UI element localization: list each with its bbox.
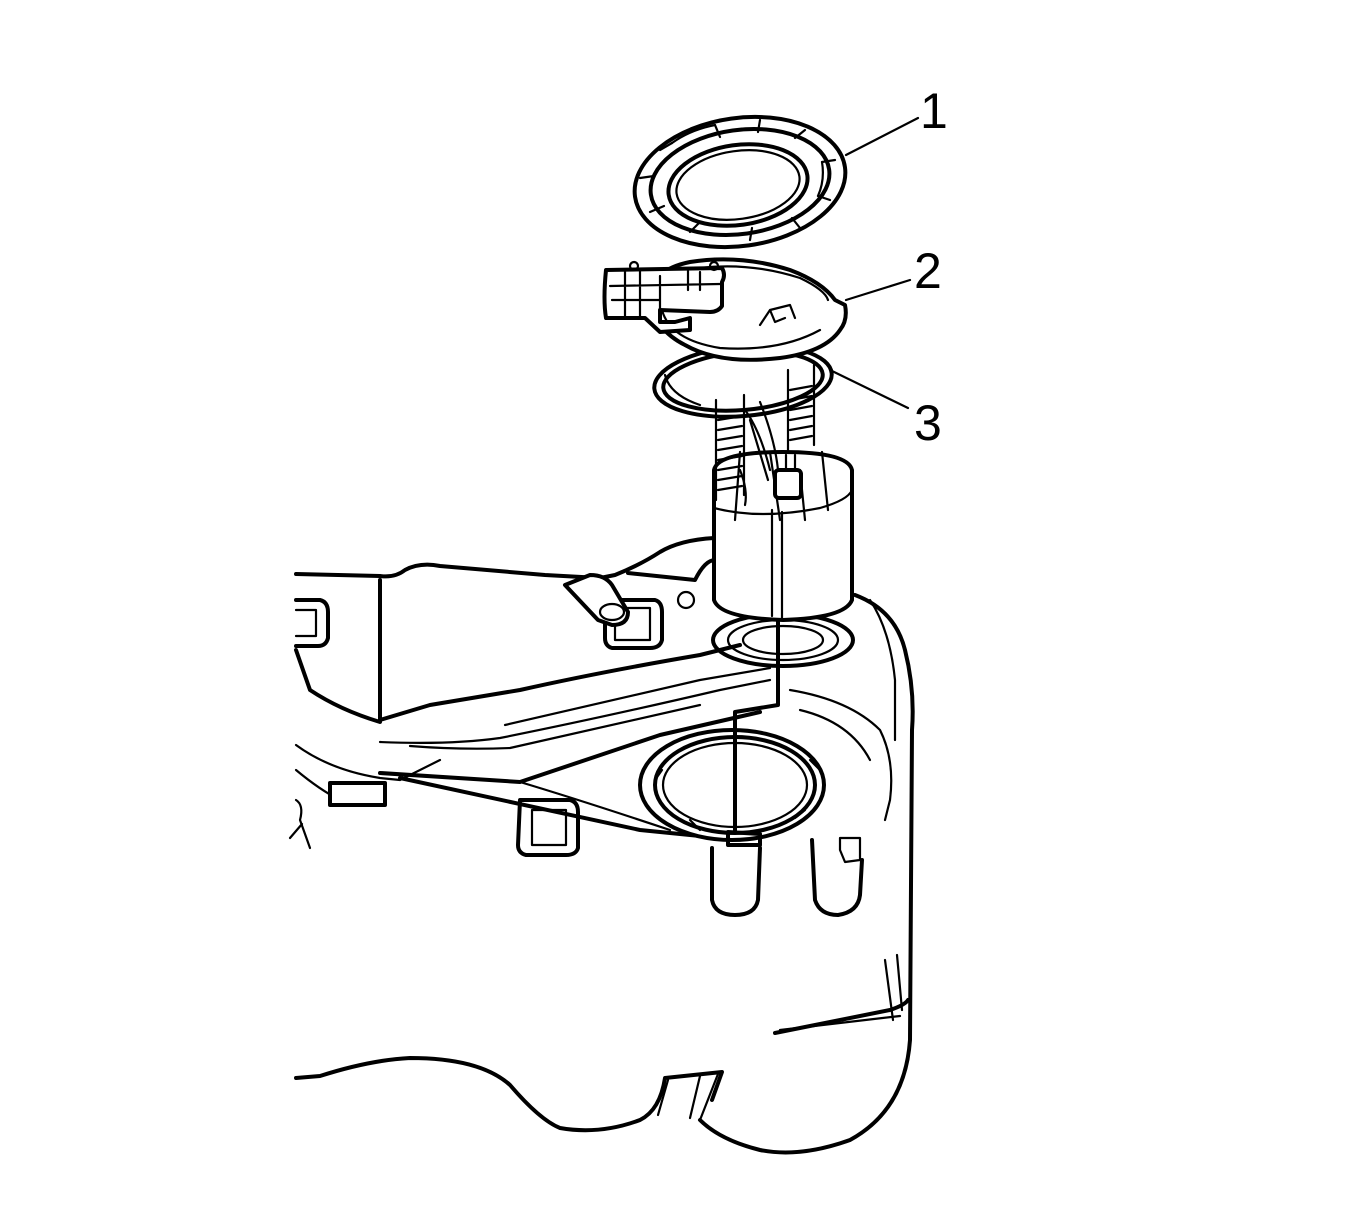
callout-label-1: 1 — [920, 83, 948, 139]
callout-label-3: 3 — [914, 395, 942, 451]
callout-labels: 1 2 3 — [914, 83, 948, 451]
tank-opening — [638, 728, 826, 847]
fuel-tank — [288, 558, 915, 1155]
fuel-pump-module — [563, 363, 855, 834]
part-2-module-flange — [602, 257, 848, 362]
leader-line-2 — [844, 278, 912, 302]
tank-bracket — [328, 781, 387, 807]
callout-label-2: 2 — [914, 243, 942, 299]
leader-line-3 — [828, 368, 910, 410]
callout-leaders — [828, 116, 920, 410]
leader-line-1 — [844, 116, 920, 157]
part-1-lock-ring — [632, 114, 848, 250]
